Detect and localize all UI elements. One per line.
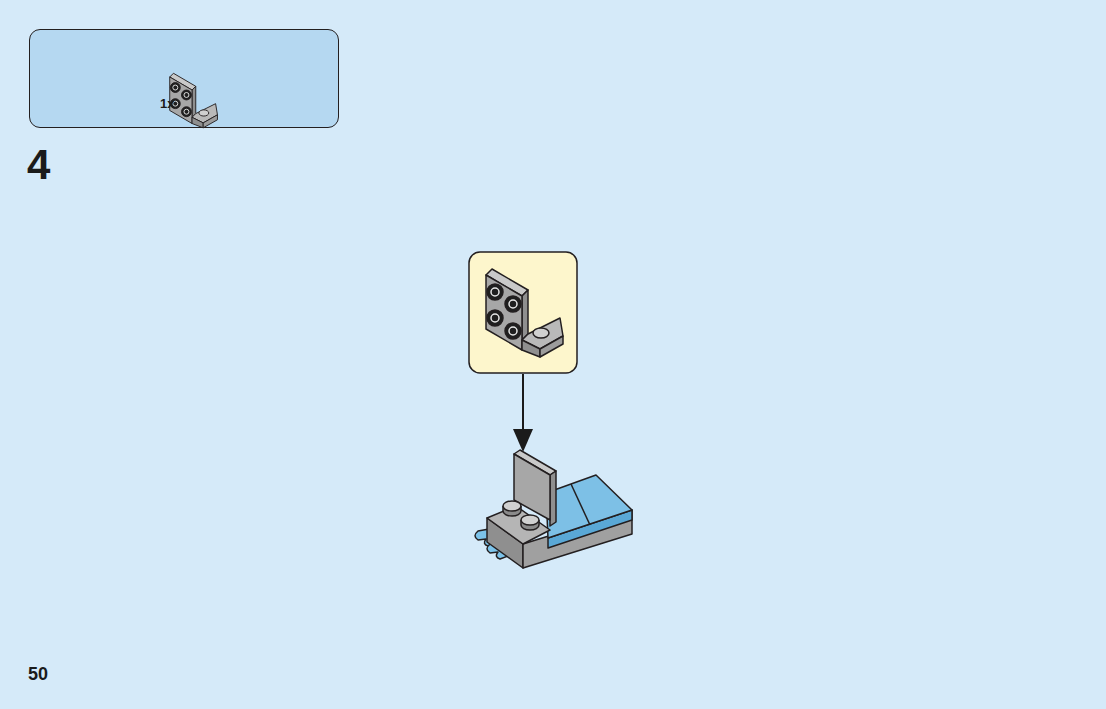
part-count: 1x — [160, 96, 338, 111]
parts-box: 1x — [29, 29, 339, 128]
part-icon — [30, 30, 340, 129]
step-number: 4 — [27, 141, 50, 189]
page-number: 50 — [28, 664, 48, 685]
